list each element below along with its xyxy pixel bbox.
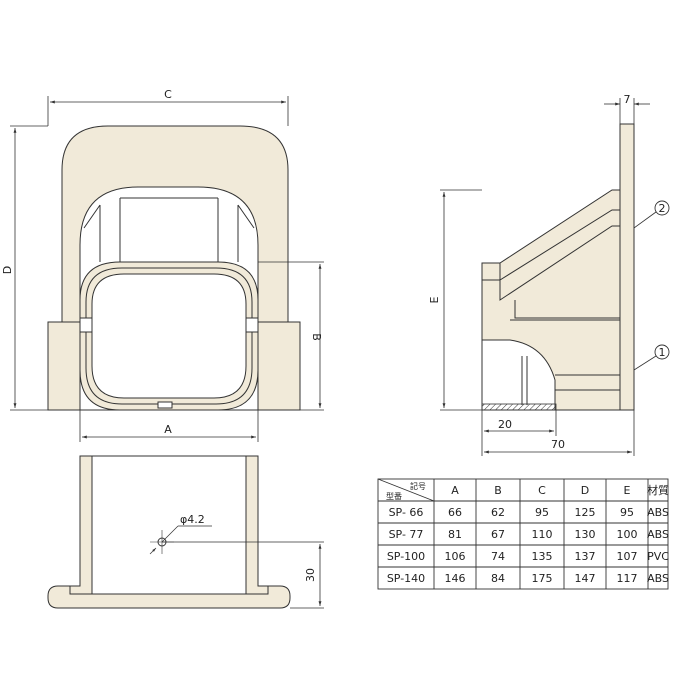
dim-label-c: C — [164, 88, 172, 101]
side-back-plate — [619, 123, 635, 411]
table-row-model: SP- 77 — [389, 528, 424, 541]
hole-leader — [161, 525, 179, 543]
table-cell: 130 — [575, 528, 596, 541]
side-slope-lower — [482, 225, 620, 301]
dim-label-d: D — [1, 266, 14, 274]
callout-2-circle — [654, 200, 670, 216]
table-cell: 137 — [575, 550, 596, 563]
table-cell: 95 — [535, 506, 549, 519]
table-cell: 95 — [620, 506, 634, 519]
front-inner-wall-right — [237, 204, 255, 262]
table-cell: 107 — [617, 550, 638, 563]
table-cell: 62 — [491, 506, 505, 519]
callout-1-label: 1 — [659, 346, 666, 359]
table-row-model: SP- 66 — [389, 506, 424, 519]
table-cell: 175 — [532, 572, 553, 585]
side-view — [481, 123, 635, 411]
table-header-0: A — [451, 484, 459, 497]
front-duct-ring-detail — [85, 267, 253, 405]
side-slope-upper — [499, 209, 620, 281]
bottom-view — [47, 455, 324, 609]
table-cell: 67 — [491, 528, 505, 541]
table-cell: PVC — [647, 550, 669, 563]
table-cell: 84 — [491, 572, 505, 585]
front-dimensions — [10, 96, 324, 442]
table-header-3: D — [581, 484, 589, 497]
side-shelf-line — [510, 300, 620, 321]
side-dimensions — [440, 98, 657, 456]
dim-label-30: 30 — [304, 568, 317, 582]
front-bottom-notch — [157, 401, 173, 409]
table-header-1: B — [494, 484, 502, 497]
table-cell: 74 — [491, 550, 505, 563]
dim-label-70: 70 — [551, 438, 565, 451]
front-duct-ring-inner — [91, 273, 247, 399]
table-cell: ABS — [647, 506, 669, 519]
table-cell: ABS — [647, 572, 669, 585]
front-inner-wall-left — [83, 204, 101, 262]
table-corner-bottom: 型番 — [386, 491, 402, 501]
table-header-4: E — [624, 484, 631, 497]
callout-1-leader — [633, 355, 657, 371]
table-cell: 100 — [617, 528, 638, 541]
callout-1-circle — [654, 344, 670, 360]
table-corner-diagonal — [377, 478, 435, 502]
table-cell: 110 — [532, 528, 553, 541]
table-row-model: SP-140 — [387, 572, 425, 585]
callout-2-label: 2 — [659, 202, 666, 215]
table-cell: 66 — [448, 506, 462, 519]
dim-label-7: 7 — [624, 93, 631, 106]
table-cell: 106 — [445, 550, 466, 563]
dim-label-a: A — [164, 423, 172, 436]
front-slot-left — [79, 317, 93, 333]
table-corner-top: 記号 — [410, 481, 426, 491]
front-slot-right — [245, 317, 259, 333]
table-cell: 135 — [532, 550, 553, 563]
table-cell: 147 — [575, 572, 596, 585]
table-cell: 146 — [445, 572, 466, 585]
table-cell: 125 — [575, 506, 596, 519]
table-row-model: SP-100 — [387, 550, 425, 563]
side-hatched-base — [481, 403, 557, 411]
dim-label-b: B — [310, 333, 323, 341]
dim-label-20: 20 — [498, 418, 512, 431]
front-view — [47, 125, 301, 411]
table-cell: 81 — [448, 528, 462, 541]
callout-2-leader — [633, 211, 657, 229]
side-inner-recess — [481, 339, 556, 411]
spec-table — [377, 478, 669, 590]
table-cell: ABS — [647, 528, 669, 541]
dim-label-hole: φ4.2 — [180, 513, 205, 526]
bottom-inner-panel — [91, 455, 247, 595]
dim-label-e: E — [428, 296, 441, 303]
table-header-2: C — [538, 484, 546, 497]
table-header-5: 材質 — [647, 483, 669, 497]
table-cell: 117 — [617, 572, 638, 585]
